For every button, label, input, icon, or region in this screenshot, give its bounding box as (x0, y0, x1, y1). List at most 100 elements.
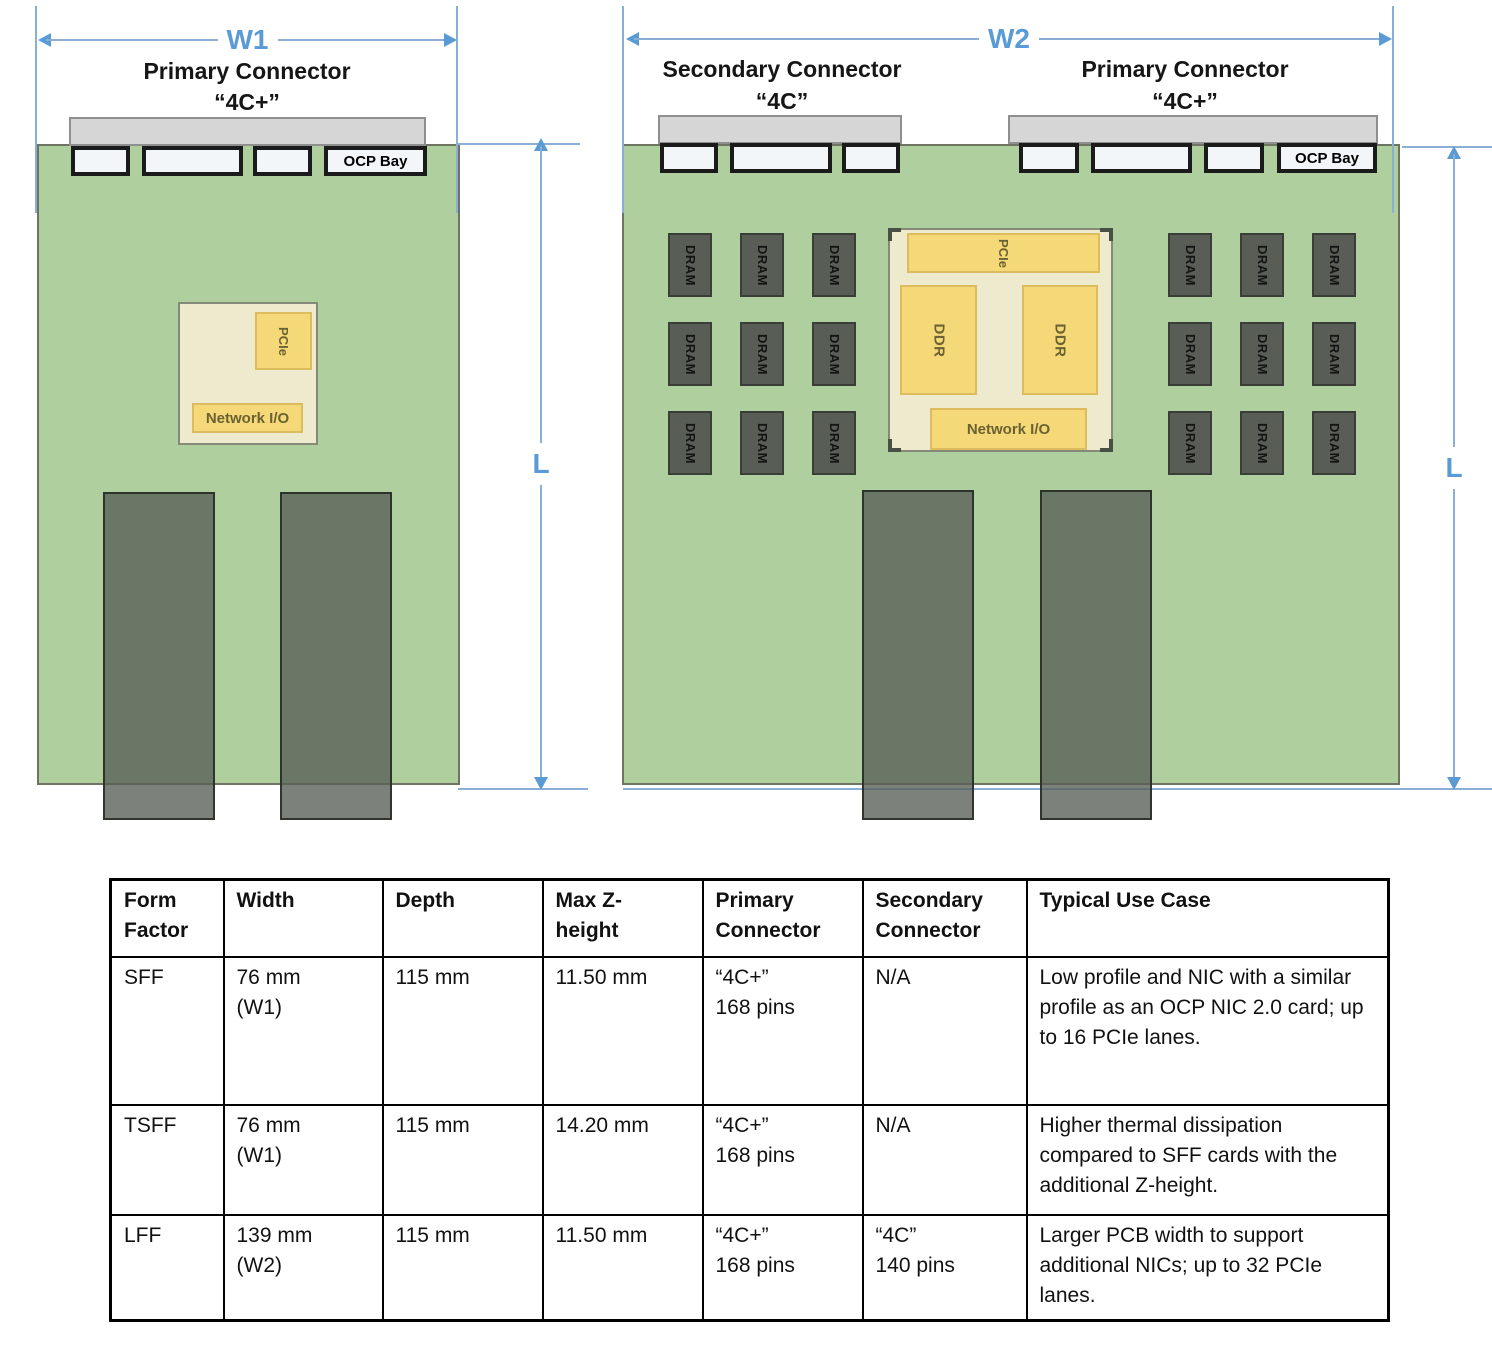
ocp-bay-pad: OCP Bay (324, 146, 427, 176)
dram-chip: DRAM (1240, 233, 1284, 297)
dram-chip-label: DRAM (826, 333, 842, 375)
dram-chip-label: DRAM (682, 333, 698, 375)
sff-primary-connector-bar (69, 117, 426, 146)
dram-chip-label: DRAM (1326, 333, 1342, 375)
table-cell: 14.20 mm (541, 1103, 704, 1216)
arrow-left-icon (626, 32, 639, 46)
dram-chip: DRAM (812, 322, 856, 386)
lff-secondary-connector-bar (658, 115, 902, 144)
corner-mark (888, 228, 901, 241)
column-header: Primary Connector (701, 878, 864, 958)
dram-chip: DRAM (1240, 322, 1284, 386)
sff-primary-connector-type: “4C+” (214, 89, 280, 115)
table-cell: 139 mm (W2) (222, 1213, 384, 1322)
column-header: Depth (381, 878, 544, 958)
dram-chip: DRAM (1240, 411, 1284, 475)
column-header: Form Factor (109, 878, 225, 958)
l-dimension: L (1444, 146, 1464, 790)
w1-label: W1 (217, 26, 278, 54)
table-cell: 11.50 mm (541, 1213, 704, 1322)
ddr-block: DDR (1022, 285, 1098, 395)
table-cell: N/A (861, 1103, 1028, 1216)
bracket-rail (1040, 490, 1152, 820)
w2-extension-line-left (622, 6, 624, 213)
dram-chip-label: DRAM (1182, 333, 1198, 375)
table-cell: N/A (861, 955, 1028, 1106)
dram-chip: DRAM (1168, 322, 1212, 386)
arrow-down-icon (534, 777, 548, 790)
pcie-label: PCIe (276, 326, 291, 356)
lff-primary-connector-label: Primary Connector (1081, 56, 1289, 82)
dram-chip-label: DRAM (682, 244, 698, 286)
l-dimension: L (531, 138, 551, 790)
pcie-label: PCIe (996, 238, 1011, 268)
table-cell: 76 mm (W1) (222, 1103, 384, 1216)
connector-pad (1204, 143, 1264, 173)
dram-chip: DRAM (740, 233, 784, 297)
table-cell: “4C+” 168 pins (701, 955, 864, 1106)
table-cell: “4C” 140 pins (861, 1213, 1028, 1322)
w1-dimension: W1 (38, 26, 457, 54)
dram-chip-label: DRAM (1254, 422, 1270, 464)
l-extension-tick-bottom (458, 788, 588, 790)
dram-chip-label: DRAM (1254, 244, 1270, 286)
w1-extension-line-left (35, 6, 37, 213)
ddr-block: DDR (900, 285, 977, 395)
table-cell: 115 mm (381, 1213, 544, 1322)
column-header: Max Z- height (541, 878, 704, 958)
sff-primary-connector-label: Primary Connector (143, 58, 351, 84)
table-cell: SFF (109, 955, 225, 1106)
corner-mark (1100, 228, 1113, 241)
table-cell: Larger PCB width to support additional N… (1025, 1213, 1390, 1322)
table-cell: “4C+” 168 pins (701, 1213, 864, 1322)
arrow-down-icon (1447, 777, 1461, 790)
table-cell: Low profile and NIC with a similar profi… (1025, 955, 1390, 1106)
w2-extension-line-right (1392, 6, 1394, 213)
table-cell: 115 mm (381, 955, 544, 1106)
table-cell: 76 mm (W1) (222, 955, 384, 1106)
arrow-left-icon (38, 33, 51, 47)
w2-label: W2 (979, 25, 1039, 53)
pcie-block: PCIe (907, 233, 1100, 273)
table-cell: LFF (109, 1213, 225, 1322)
network-io-block: Network I/O (192, 403, 303, 433)
pcie-block: PCIe (255, 312, 312, 370)
dram-chip-label: DRAM (1254, 333, 1270, 375)
dram-chip: DRAM (668, 322, 712, 386)
bracket-rail (862, 490, 974, 820)
dram-chip: DRAM (740, 411, 784, 475)
lff-primary-connector-bar (1008, 115, 1378, 144)
bracket-rail (103, 492, 215, 820)
table-cell: Higher thermal dissipation compared to S… (1025, 1103, 1390, 1216)
table-cell: TSFF (109, 1103, 225, 1216)
connector-pad (71, 146, 130, 176)
w2-dimension: W2 (626, 25, 1392, 53)
table-cell: 115 mm (381, 1103, 544, 1216)
dram-chip-label: DRAM (754, 333, 770, 375)
arrow-up-icon (534, 138, 548, 151)
connector-pad (660, 143, 718, 173)
lff-secondary-connector-label: Secondary Connector (662, 56, 902, 82)
network-io-block: Network I/O (930, 408, 1087, 450)
table-cell: “4C+” 168 pins (701, 1103, 864, 1216)
corner-mark (1100, 439, 1113, 452)
corner-mark (888, 439, 901, 452)
l-label: L (1444, 447, 1464, 489)
dram-chip: DRAM (668, 233, 712, 297)
lff-secondary-connector-type: “4C” (755, 88, 809, 114)
l-label: L (531, 443, 551, 485)
ocp-bay-label: OCP Bay (343, 152, 408, 170)
column-header: Typical Use Case (1025, 878, 1390, 958)
network-io-label: Network I/O (966, 420, 1051, 438)
dram-chip: DRAM (1312, 411, 1356, 475)
dram-chip-label: DRAM (682, 422, 698, 464)
dram-chip: DRAM (740, 322, 784, 386)
w1-extension-line-right (456, 6, 458, 213)
